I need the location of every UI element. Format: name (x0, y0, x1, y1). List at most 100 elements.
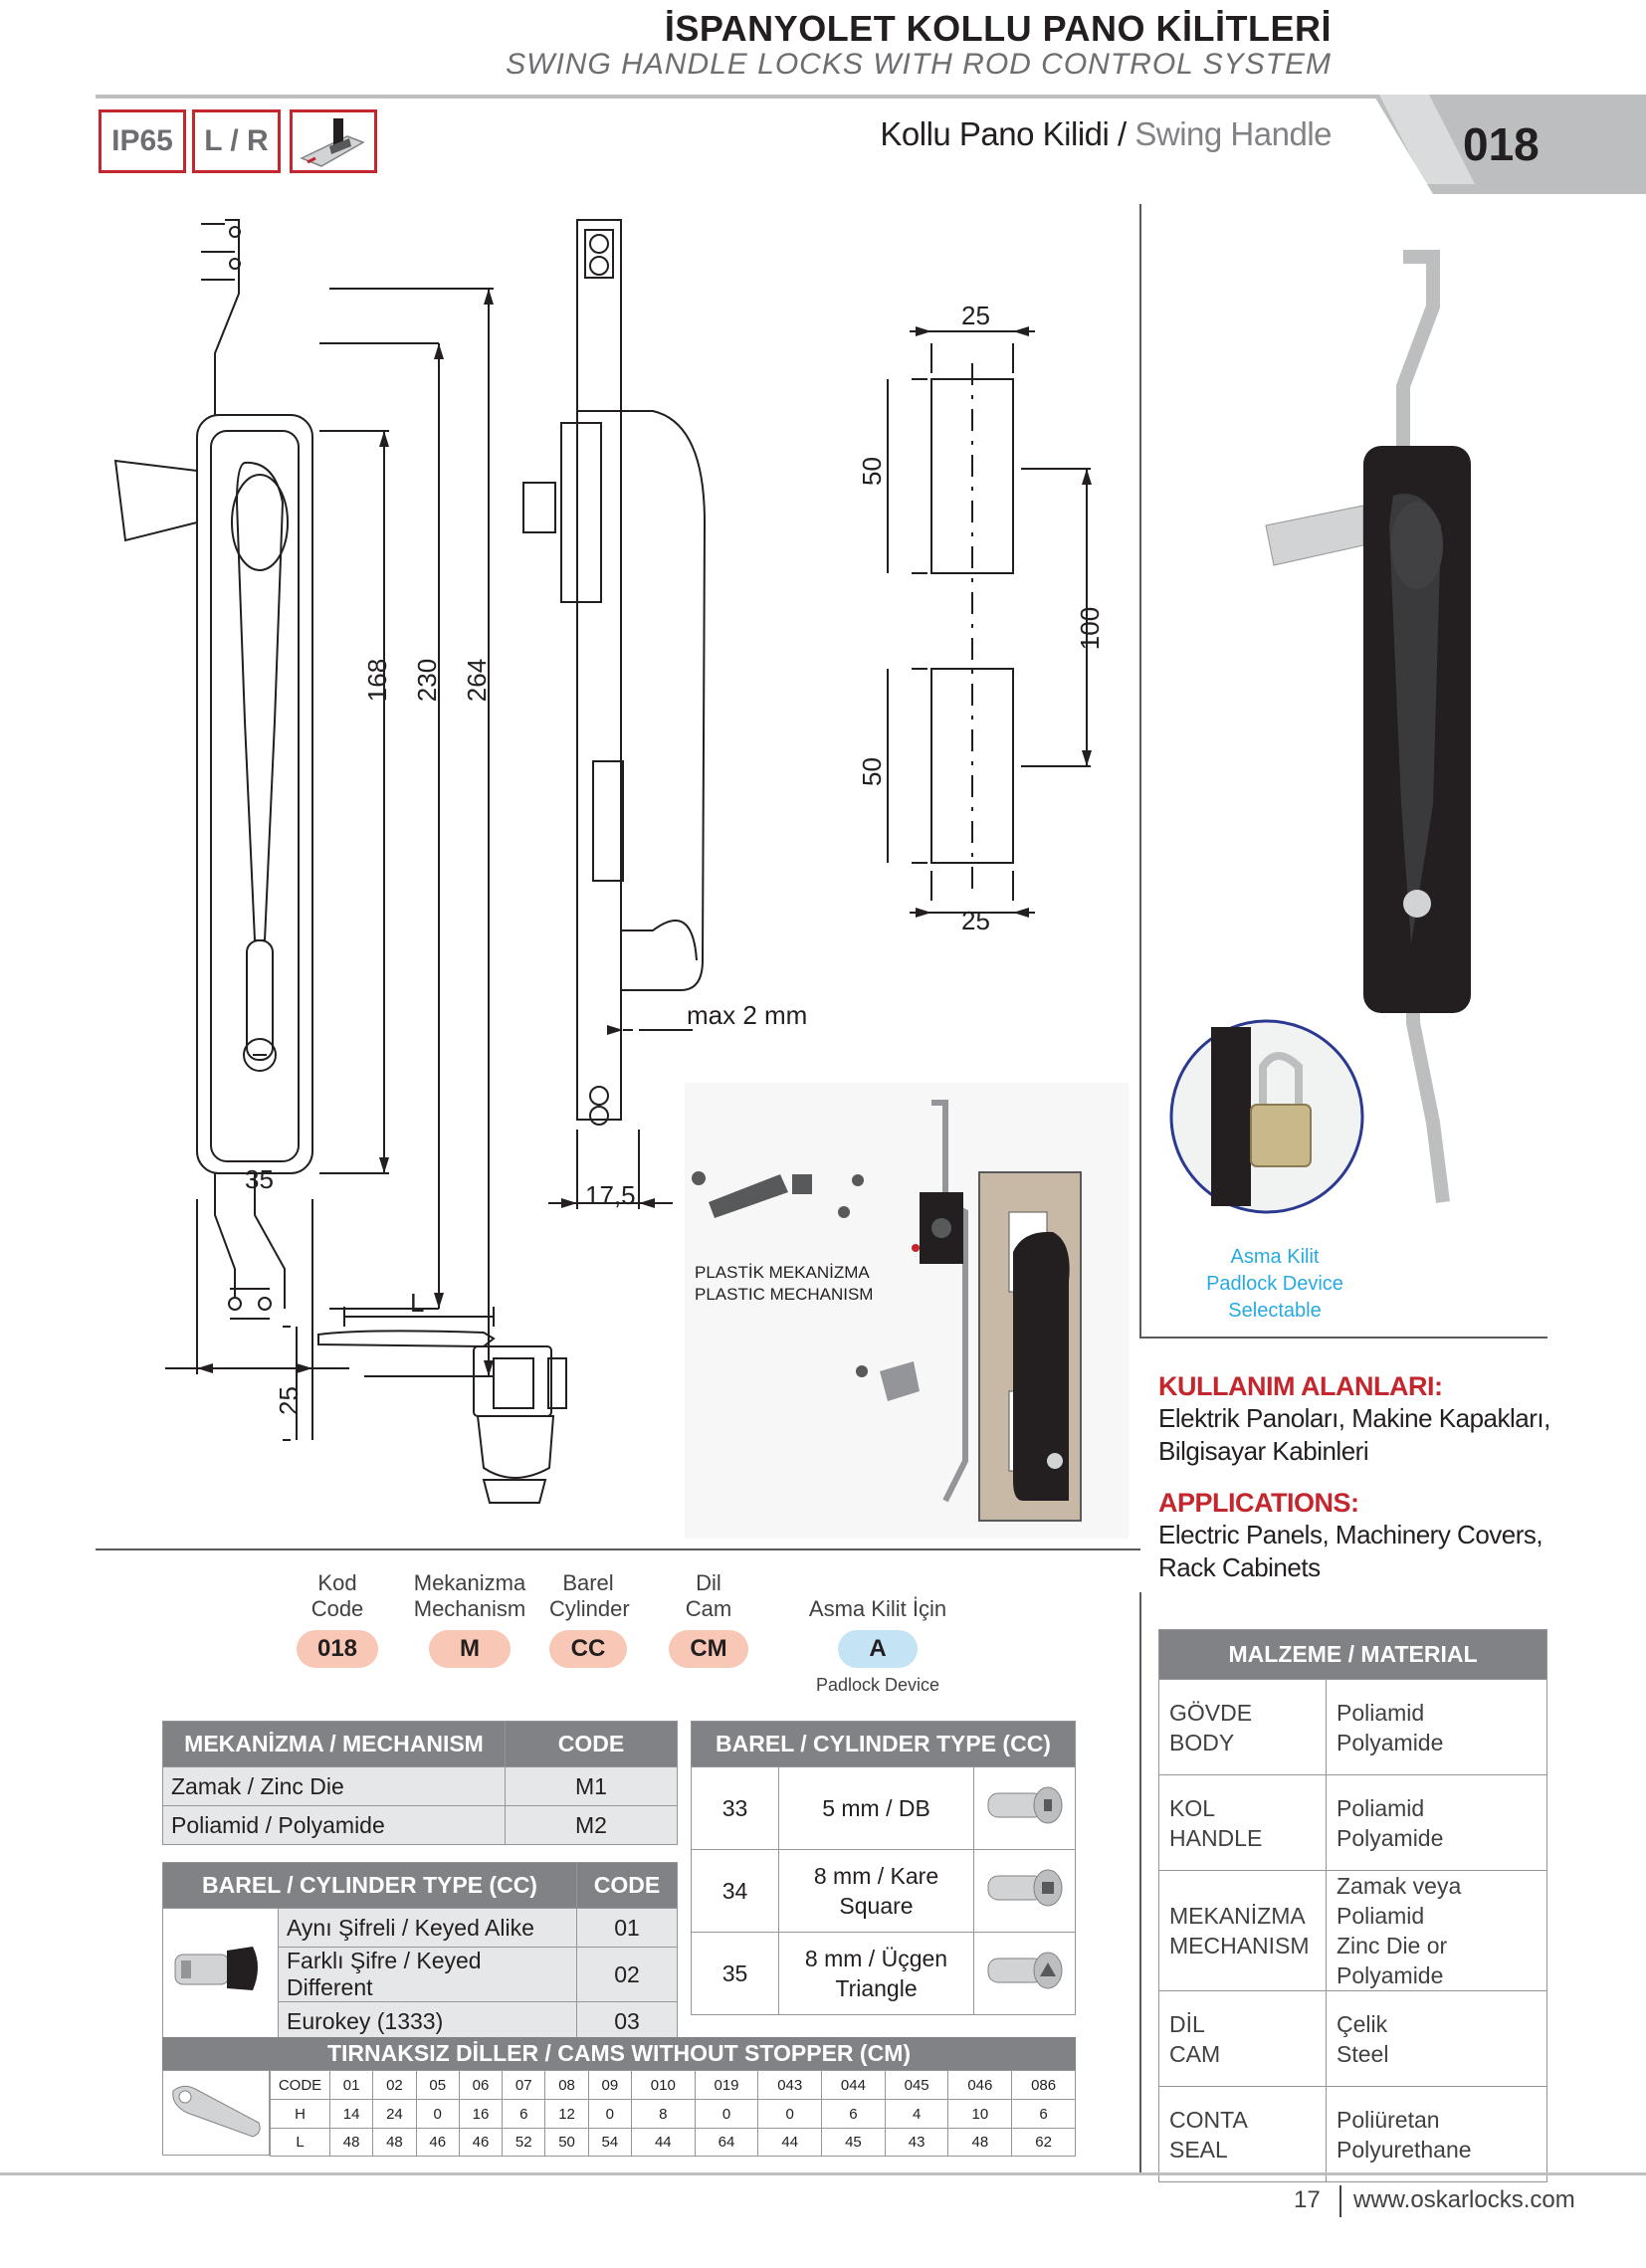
cam-code: 045 (884, 2070, 949, 2100)
code-pill-mechanism[interactable]: M (429, 1630, 511, 1668)
material-value-en: Polyamide (1337, 1729, 1444, 1755)
page-number: 17 (1294, 2186, 1321, 2213)
usage-text-en-2: Rack Cabinets (1158, 1552, 1321, 1582)
cams-row-code: CODE 01 02 05 06 07 08 09 010 019 043 04… (270, 2070, 1076, 2100)
padlock-caption-tr: Asma Kilit (1230, 1246, 1320, 1268)
cam-l: 45 (821, 2128, 886, 2157)
material-value: Poliüretan Polyurethane (1326, 2086, 1547, 2182)
code-field-cam: Dil Cam CM (669, 1570, 748, 1668)
cutout-width-bottom-label: 25 (961, 906, 990, 935)
material-part-en: HANDLE (1169, 1824, 1263, 1851)
cams-header: TIRNAKSIZ DİLLER / CAMS WITHOUT STOPPER … (162, 2037, 1076, 2070)
cylinder-image-cell (162, 1908, 279, 2041)
page-title: İSPANYOLET KOLLU PANO KİLİTLERİ (664, 8, 1332, 49)
mechanism-header: MEKANİZMA / MECHANISM (162, 1721, 506, 1767)
code-field-mechanism: Mekanizma Mechanism M (410, 1570, 529, 1668)
material-value: Poliamid Polyamide (1326, 1774, 1547, 1871)
cam-l: 62 (1011, 2128, 1076, 2157)
cam-l: 48 (328, 2128, 374, 2157)
header-rule (96, 95, 1379, 99)
cam-code: 09 (587, 2070, 632, 2100)
right-section-rule (1139, 1337, 1547, 1339)
cam-h: 0 (757, 2099, 823, 2129)
code-field-padlock-sub: Padlock Device (815, 1675, 940, 1695)
barrel-desc: 8 mm / Kare Square (778, 1849, 974, 1933)
material-part: DİL CAM (1158, 1990, 1327, 2087)
plastic-mechanism-en: PLASTIC MECHANISM (695, 1285, 874, 1304)
dim-35-label: 35 (245, 1164, 274, 1194)
code-pill-cylinder[interactable]: CC (549, 1630, 627, 1668)
material-value-tr: Poliamid (1337, 1794, 1425, 1821)
cam-code: 010 (630, 2070, 696, 2100)
footer-divider (1339, 2185, 1341, 2217)
website-link[interactable]: www.oskarlocks.com (1353, 2186, 1575, 2213)
mechanism-code: M2 (505, 1805, 678, 1845)
cutout-height-top-label: 50 (856, 457, 887, 486)
table-row: MEKANİZMA MECHANISM Zamak veya Poliamid … (1158, 1870, 1547, 1991)
code-pill-kod[interactable]: 018 (297, 1630, 378, 1668)
code-pill-cam[interactable]: CM (669, 1630, 748, 1668)
cam-code: 05 (415, 2070, 460, 2100)
barrel-desc: 8 mm / Üçgen Triangle (778, 1932, 974, 2015)
material-part-tr: MEKANİZMA (1169, 1903, 1306, 1929)
table-row: 33 5 mm / DB (691, 1766, 1076, 1850)
barrel-code: 33 (691, 1766, 779, 1850)
material-header: MALZEME / MATERIAL (1158, 1629, 1547, 1680)
product-subtitle: Kollu Pano Kilidi / Swing Handle (880, 115, 1332, 153)
cam-l: 46 (415, 2128, 460, 2157)
material-part-tr: GÖVDE (1169, 1699, 1253, 1726)
material-table: MALZEME / MATERIAL GÖVDE BODY Poliamid P… (1158, 1629, 1547, 2182)
material-value-en: Polyurethane (1337, 2136, 1472, 2163)
cam-l: 43 (884, 2128, 949, 2157)
mechanism-name: Poliamid / Polyamide (162, 1805, 506, 1845)
code-field-cylinder-en: Cylinder (549, 1596, 630, 1621)
cylinder-table: BAREL / CYLINDER TYPE (CC) CODE Aynı Şif… (162, 1862, 678, 2041)
cam-h: 8 (630, 2099, 696, 2129)
code-field-mechanism-tr: Mekanizma (413, 1570, 526, 1595)
swing-handle-icon (300, 118, 365, 167)
cam-code: 019 (694, 2070, 759, 2100)
code-field-cam-tr: Dil (696, 1570, 721, 1595)
cams-row-h: H 14 24 0 16 6 12 0 8 0 0 6 4 10 6 (270, 2099, 1076, 2129)
code-pill-padlock[interactable]: A (838, 1630, 918, 1668)
cam-code: 046 (947, 2070, 1013, 2100)
cam-l: 48 (947, 2128, 1013, 2157)
table-row: KOL HANDLE Poliamid Polyamide (1158, 1774, 1547, 1871)
cam-h: 24 (372, 2099, 417, 2129)
cam-image-cell (162, 2070, 270, 2156)
material-value: Zamak veya Poliamid Zinc Die or Polyamid… (1326, 1870, 1547, 1991)
cam-code: 06 (458, 2070, 504, 2100)
table-row: Poliamid / Polyamide M2 (162, 1805, 678, 1845)
material-part: GÖVDE BODY (1158, 1679, 1327, 1775)
material-value: Poliamid Polyamide (1326, 1679, 1547, 1775)
dim-17-5-label: 17,5 (585, 1180, 636, 1210)
material-value: Çelik Steel (1326, 1990, 1547, 2087)
table-row: 35 8 mm / Üçgen Triangle (691, 1932, 1076, 2015)
cam-code: 044 (821, 2070, 886, 2100)
cam-h: 0 (415, 2099, 460, 2129)
cylinder-code-header: CODE (576, 1862, 678, 1909)
barrel-desc-line1: 8 mm / Kare (813, 1863, 939, 1889)
dim-168-label: 168 (362, 658, 393, 703)
material-part-tr: KOL (1169, 1794, 1216, 1821)
cam-code: 086 (1011, 2070, 1076, 2100)
barrel-desc-line1: 8 mm / Üçgen (804, 1946, 948, 1971)
cam-h: 6 (502, 2099, 546, 2129)
dim-l-label: L (410, 1288, 425, 1318)
usage-heading-en: APPLICATIONS: (1158, 1488, 1359, 1518)
cam-code: 043 (757, 2070, 823, 2100)
cams-row-label: L (270, 2128, 330, 2157)
material-value-tr: Poliüretan (1337, 2106, 1440, 2133)
cylinder-code: 02 (576, 1947, 678, 2002)
cams-header-label: TIRNAKSIZ DİLLER / CAMS WITHOUT STOPPER … (326, 2040, 912, 2066)
padlock-caption-en: Padlock Device Selectable (1206, 1273, 1343, 1322)
barrel-header: BAREL / CYLINDER TYPE (CC) (691, 1721, 1076, 1767)
material-part-en: CAM (1169, 2040, 1221, 2067)
cam-code: 01 (328, 2070, 374, 2100)
material-part-en: MECHANISM (1169, 1933, 1310, 1959)
cam-h: 10 (947, 2099, 1013, 2129)
material-value-tr: Çelik (1337, 2010, 1388, 2037)
material-part-tr: CONTA (1169, 2106, 1248, 2133)
usage-heading-tr: KULLANIM ALANLARI: (1158, 1371, 1443, 1401)
cam-l: 48 (372, 2128, 417, 2157)
